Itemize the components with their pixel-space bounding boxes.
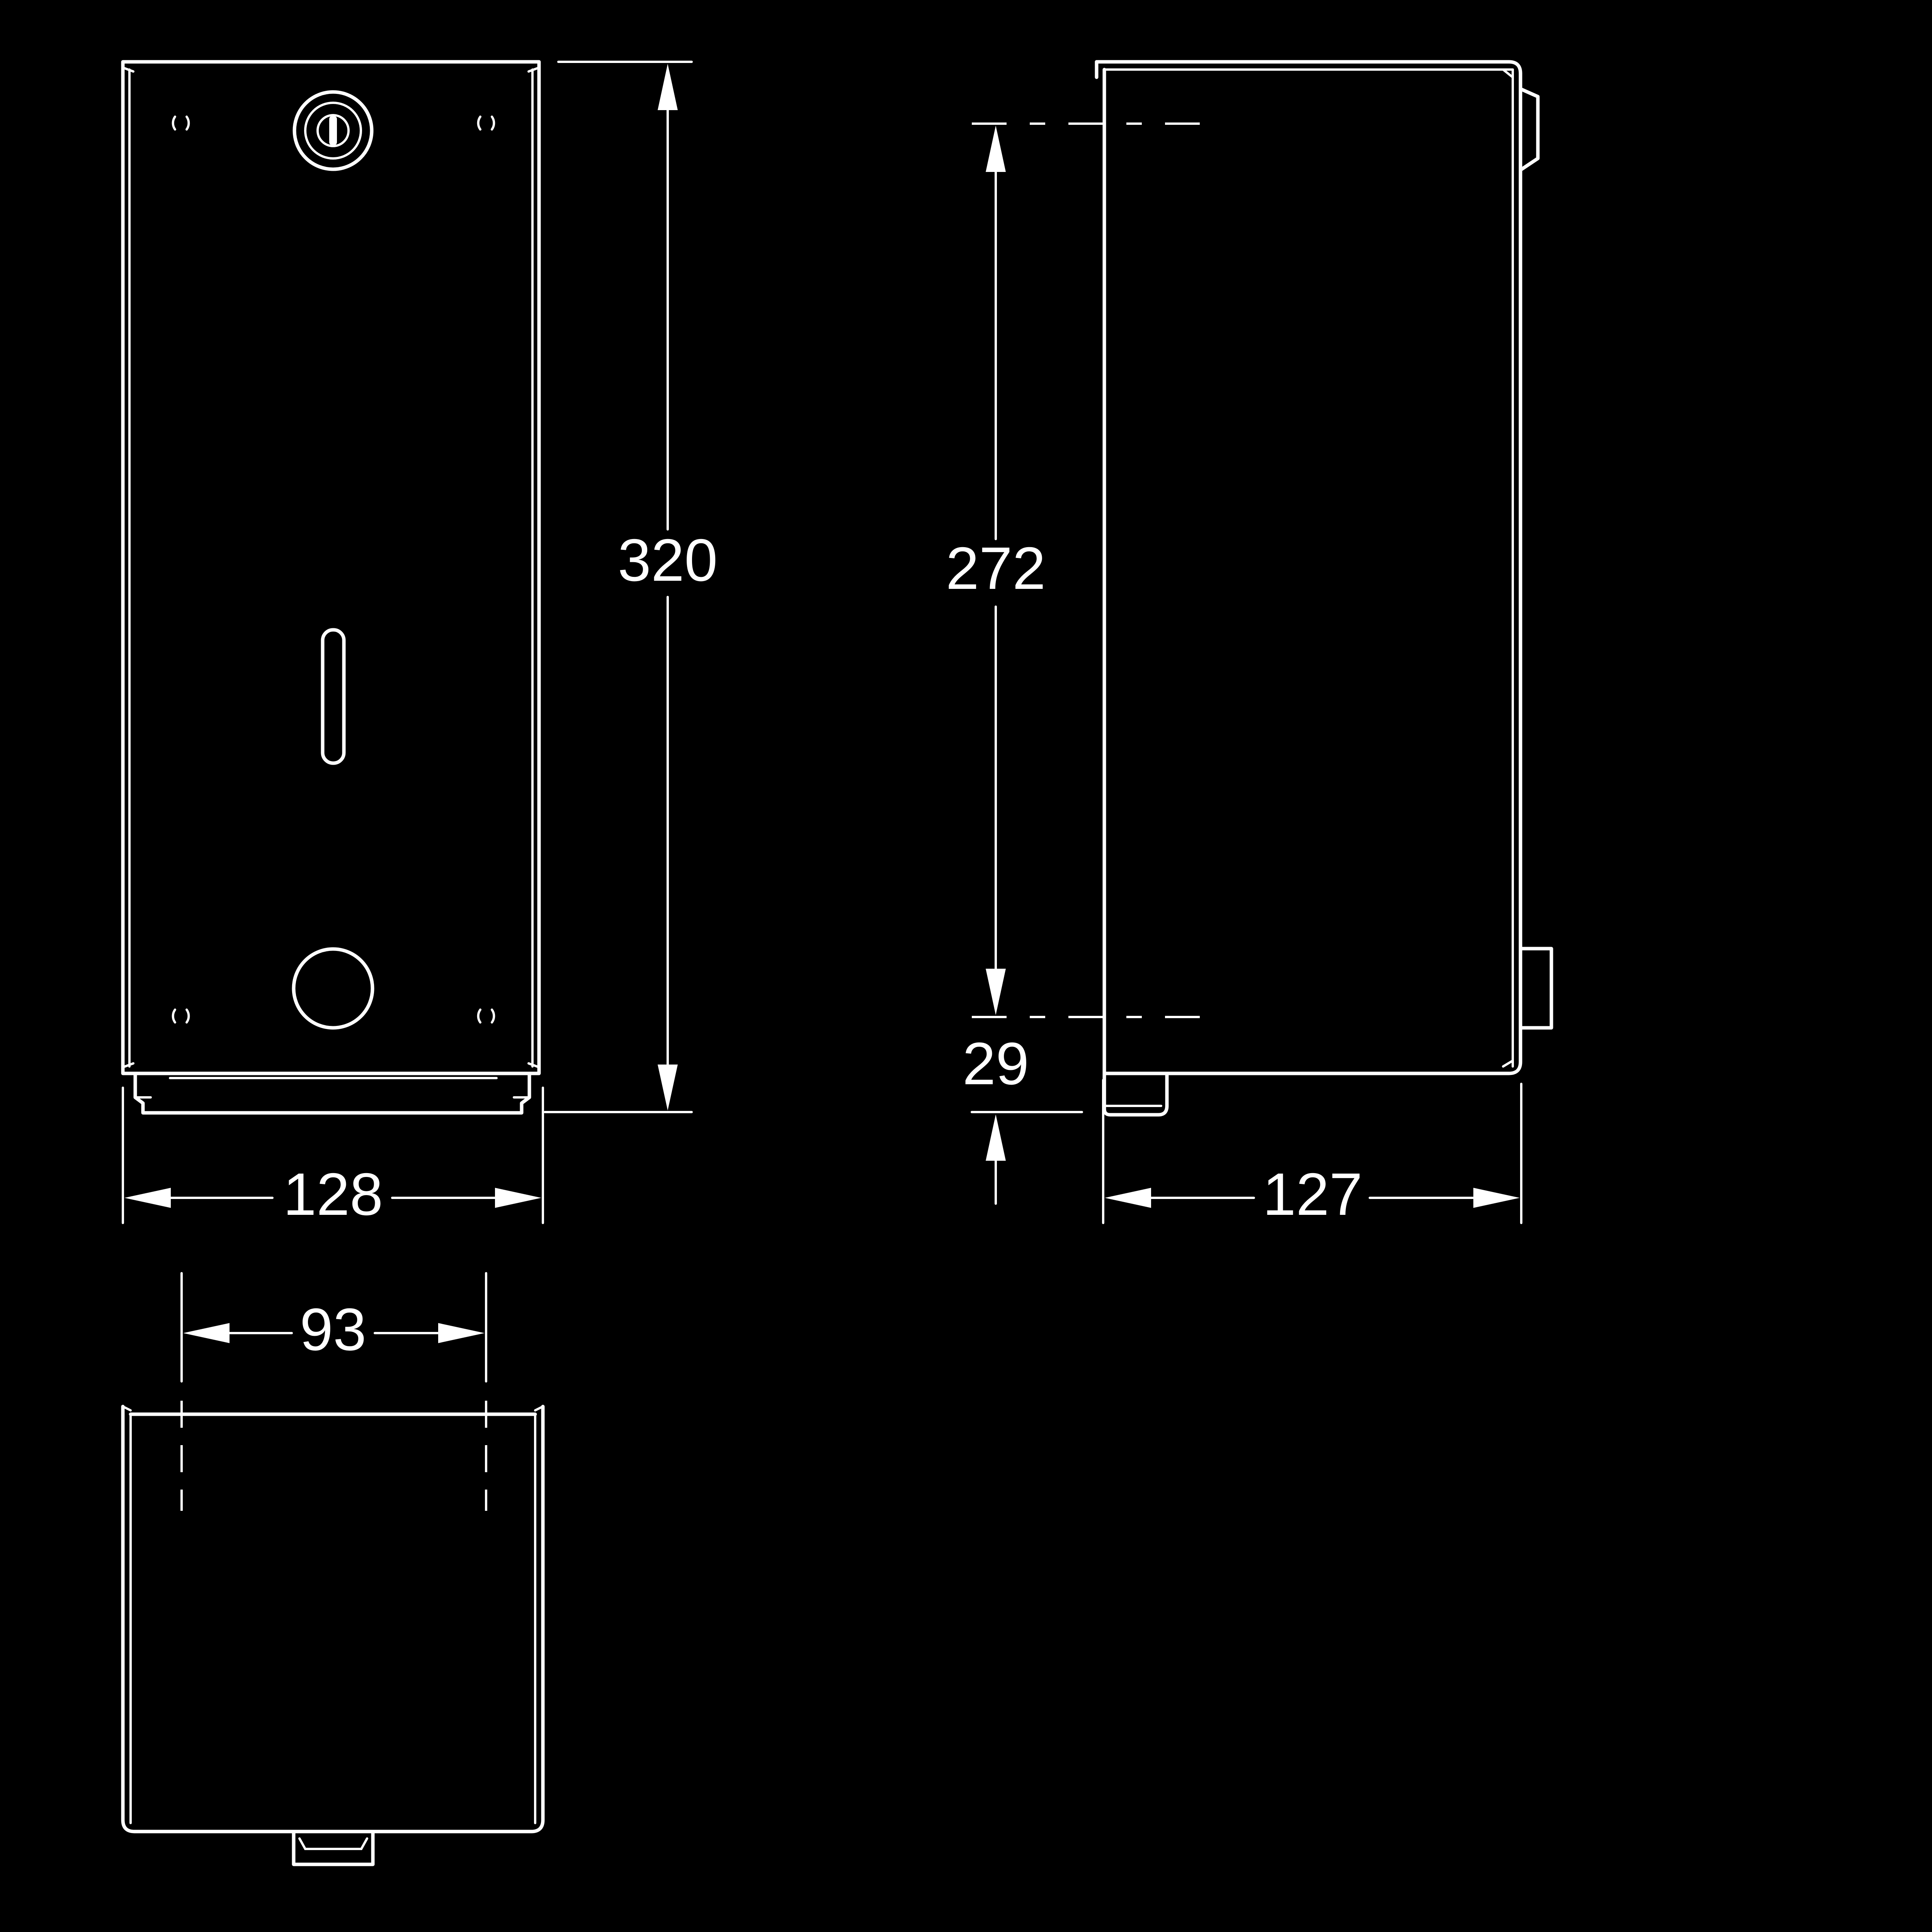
lock-outer-ring bbox=[293, 90, 374, 171]
arrow-up bbox=[658, 64, 678, 110]
arrow-127-right bbox=[1473, 1188, 1520, 1208]
bottom-corner-marks bbox=[122, 1405, 544, 1412]
arrow-127-left bbox=[1105, 1188, 1151, 1208]
dimension-front-height: 320 bbox=[544, 61, 718, 1113]
front-mounting-holes bbox=[172, 116, 495, 1024]
dimension-label-29: 29 bbox=[963, 1030, 1029, 1097]
arrow-272-down bbox=[986, 969, 1006, 1015]
push-button bbox=[292, 947, 374, 1030]
bottom-body-outline bbox=[121, 1405, 545, 1833]
dimension-label-320: 320 bbox=[618, 527, 718, 594]
arrow-right bbox=[495, 1188, 541, 1208]
side-nozzle bbox=[1102, 1071, 1169, 1117]
arrow-93-left bbox=[183, 1323, 230, 1343]
front-nozzle-base bbox=[133, 1071, 531, 1115]
bottom-view: 93 bbox=[121, 1272, 545, 1866]
mounting-hole-top-right bbox=[477, 116, 495, 131]
arrow-272-up bbox=[986, 126, 1006, 172]
side-body-outline bbox=[1095, 60, 1522, 1075]
side-button-protrusion bbox=[1519, 947, 1553, 1030]
dimension-label-128: 128 bbox=[283, 1161, 383, 1228]
side-corner-marks bbox=[1502, 68, 1514, 1068]
dimension-front-width: 128 bbox=[122, 1087, 544, 1228]
dimension-side-hole-spacing: 272 bbox=[946, 126, 1046, 1015]
front-corner-marks bbox=[122, 66, 540, 1068]
lock-cylinder bbox=[316, 114, 350, 147]
mounting-hole-bottom-left bbox=[172, 1009, 190, 1024]
arrow-left bbox=[124, 1188, 171, 1208]
dimension-label-272: 272 bbox=[946, 535, 1046, 602]
dimension-hole-spacing: 93 bbox=[180, 1272, 487, 1383]
bottom-nozzle-inner bbox=[298, 1837, 368, 1850]
lock-inner-ring bbox=[304, 102, 362, 160]
side-view: 272 29 127 bbox=[946, 60, 1553, 1228]
arrow-93-right bbox=[438, 1323, 485, 1343]
front-body-outline bbox=[121, 60, 541, 1075]
dimension-label-127: 127 bbox=[1263, 1161, 1363, 1228]
mounting-hole-top-left bbox=[172, 116, 190, 131]
front-view: 320 128 bbox=[121, 60, 718, 1228]
level-window bbox=[321, 628, 346, 765]
dimension-label-93: 93 bbox=[300, 1296, 366, 1363]
arrow-down bbox=[658, 1065, 678, 1111]
dimension-side-depth: 127 bbox=[1102, 1079, 1522, 1228]
side-lock-protrusion bbox=[1519, 87, 1540, 172]
arrow-29-up bbox=[986, 1114, 1006, 1161]
bottom-nozzle-tab bbox=[292, 1830, 375, 1866]
mounting-hole-bottom-right bbox=[477, 1009, 495, 1024]
dimension-side-bottom-offset: 29 bbox=[963, 1030, 1083, 1205]
lock-key-slot bbox=[329, 116, 337, 145]
